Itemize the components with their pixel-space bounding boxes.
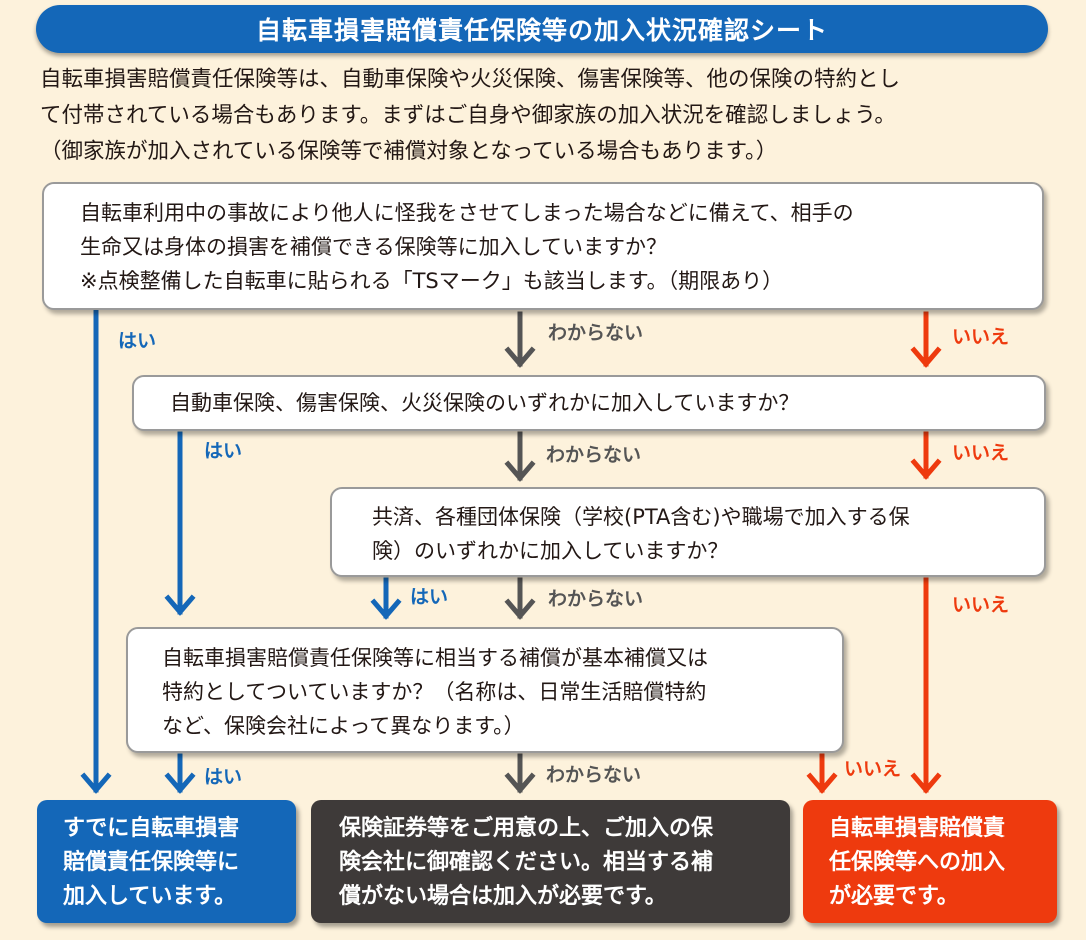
sheet-title: 自転車損害賠償責任保険等の加入状況確認シート xyxy=(36,5,1048,53)
result-check-line-1: 保険証券等をご用意の上、ご加入の保 xyxy=(339,816,714,841)
result-check-with-insurer: 保険証券等をご用意の上、ご加入の保 険会社に御確認ください。相当する補 償がない… xyxy=(311,800,790,923)
question-2-line-1: 自動車保険、傷害保険、火災保険のいずれかに加入していますか？ xyxy=(170,391,800,415)
unknown-arrows xyxy=(504,311,536,794)
question-2-box: 自動車保険、傷害保険、火災保険のいずれかに加入していますか？ xyxy=(132,375,1046,431)
question-4-line-2: 特約としてついていますか？（名称は、日常生活賠償特約 xyxy=(162,680,707,704)
result-check-line-2: 険会社に御確認ください。相当する補 xyxy=(339,850,714,875)
intro-line-2: て付帯されている場合もあります。まずはご自身や御家族の加入状況を確認しましょう。 xyxy=(40,103,896,128)
result-required-line-1: 自転車損害賠償責 xyxy=(829,816,1006,841)
result-required-line-2: 任保険等への加入 xyxy=(829,850,1006,875)
question-4-line-3: など、保険会社によって異なります。） xyxy=(162,714,525,738)
question-1-line-1: 自転車利用中の事故により他人に怪我をさせてしまった場合などに備えて、相手の xyxy=(80,201,854,225)
q3-unknown-label: わからない xyxy=(548,588,644,610)
q1-unknown-label: わからない xyxy=(548,322,644,344)
q3-yes-label: はい xyxy=(410,586,449,608)
q2-unknown-label: わからない xyxy=(546,444,642,466)
q1-yes-label: はい xyxy=(118,330,157,352)
result-check-line-3: 償がない場合は加入が必要です。 xyxy=(339,884,667,909)
question-3-box: 共済、各種団体保険（学校(PTA含む)や職場で加入する保 険）のいずれかに加入し… xyxy=(330,487,1046,577)
intro-line-3: （御家族が加入されている保険等で補償対象となっている場合もあります。） xyxy=(40,139,778,164)
question-1-line-3: ※点検整備した自転車に貼られる「TSマーク」も該当します。（期限あり） xyxy=(80,269,784,293)
question-4-box: 自転車損害賠償責任保険等に相当する補償が基本補償又は 特約としてついていますか？… xyxy=(126,627,844,753)
question-4-line-1: 自転車損害賠償責任保険等に相当する補償が基本補償又は xyxy=(162,646,708,670)
q2-no-label: いいえ xyxy=(952,442,1010,464)
result-enrolled-line-2: 賠償責任保険等に xyxy=(63,850,240,875)
q4-no-label: いいえ xyxy=(844,758,902,780)
question-3-line-1: 共済、各種団体保険（学校(PTA含む)や職場で加入する保 xyxy=(372,505,910,529)
intro-line-1: 自転車損害賠償責任保険等は、自動車保険や火災保険、傷害保険等、他の保険の特約とし xyxy=(40,67,901,92)
result-already-enrolled: すでに自転車損害 賠償責任保険等に 加入しています。 xyxy=(37,800,296,923)
result-enrollment-required: 自転車損害賠償責 任保険等への加入 が必要です。 xyxy=(803,800,1057,923)
q2-yes-label: はい xyxy=(204,440,243,462)
result-enrolled-line-3: 加入しています。 xyxy=(63,884,237,909)
question-3-line-2: 険）のいずれかに加入していますか？ xyxy=(372,539,729,563)
q4-yes-label: はい xyxy=(204,766,243,788)
q1-no-label: いいえ xyxy=(952,326,1010,348)
result-required-line-3: が必要です。 xyxy=(829,884,959,909)
no-arrows xyxy=(806,311,942,794)
question-1-line-2: 生命又は身体の損害を補償できる保険等に加入していますか？ xyxy=(80,235,667,259)
result-enrolled-line-1: すでに自転車損害 xyxy=(63,816,240,841)
q3-no-label: いいえ xyxy=(952,594,1010,616)
question-1-box: 自転車利用中の事故により他人に怪我をさせてしまった場合などに備えて、相手の 生命… xyxy=(42,182,1044,310)
q4-unknown-label: わからない xyxy=(546,764,642,786)
yes-arrows xyxy=(80,309,402,794)
